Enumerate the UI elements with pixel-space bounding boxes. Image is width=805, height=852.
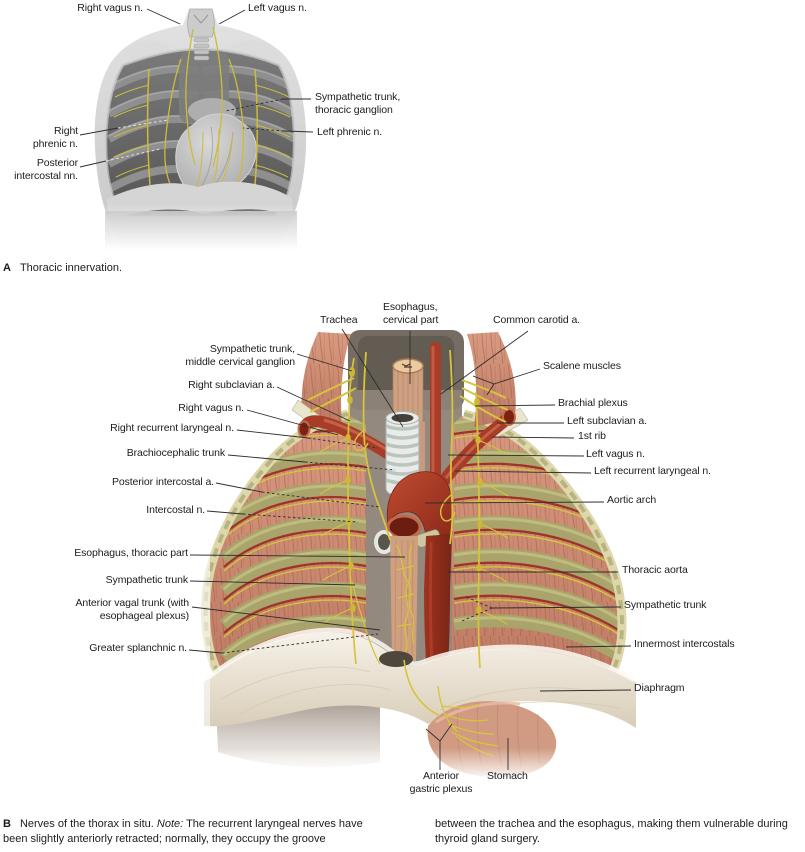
label-esophagus-thoracic: Esophagus, thoracic part: [74, 547, 188, 559]
figure-b-caption-text-2: The recurrent laryngeal nerves have been…: [3, 818, 363, 845]
label-intercostal-nerve: Intercostal n.: [146, 504, 205, 516]
label-aortic-arch: Aortic arch: [607, 494, 657, 506]
label-anterior-vagal-trunk: Anterior vagal trunk (with esophageal pl…: [75, 597, 189, 622]
figure-b-caption-column-2: between the trachea and the esophagus, m…: [435, 818, 788, 845]
label-right-subclavian: Right subclavian a.: [188, 379, 275, 391]
figure-b-caption-letter: B: [3, 818, 11, 830]
label-brachiocephalic: Brachiocephalic trunk: [126, 447, 225, 459]
label-sympathetic-trunk-right: Sympathetic trunk: [624, 599, 707, 611]
label-posterior-intercostal-artery: Posterior intercostal a.: [111, 476, 214, 488]
bronchus-stump: [374, 530, 394, 554]
label-right-vagus-a: Right vagus n.: [77, 2, 143, 14]
label-left-vagus-a: Left vagus n.: [248, 2, 307, 14]
label-left-recurrent: Left recurrent laryngeal n.: [594, 465, 711, 477]
diaphragm-abdomen: [93, 181, 308, 250]
label-stomach: Stomach: [487, 770, 528, 782]
label-anterior-gastric-plexus: Anterior gastric plexus: [409, 770, 473, 795]
label-right-recurrent: Right recurrent laryngeal n.: [110, 422, 234, 434]
label-innermost-intercostals: Innermost intercostals: [634, 638, 735, 650]
esophageal-hiatus: [379, 651, 413, 667]
label-sympathetic-trunk-left: Sympathetic trunk: [105, 574, 188, 586]
label-brachial-plexus: Brachial plexus: [558, 397, 628, 409]
larynx-trachea: [187, 8, 215, 61]
figure-b-caption-text-1: Nerves of the thorax in situ.: [19, 818, 154, 830]
diaphragm-art: [204, 627, 636, 728]
figure-a-illustration: [93, 8, 308, 250]
label-left-phrenic-a: Left phrenic n.: [317, 126, 383, 138]
label-sympathetic-trunk-a: Sympathetic trunk, thoracic ganglion: [315, 91, 401, 116]
figure-a-caption-text: Thoracic innervation.: [19, 262, 123, 274]
label-diaphragm: Diaphragm: [634, 682, 685, 694]
label-right-vagus: Right vagus n.: [178, 402, 244, 414]
label-first-rib: 1st rib: [578, 430, 606, 442]
figure-a-caption-letter: A: [3, 262, 11, 274]
figure-b-caption-note-word: Note:: [156, 818, 184, 830]
label-left-subclavian: Left subclavian a.: [567, 415, 647, 427]
label-esophagus-cervical: Esophagus, cervical part: [383, 301, 439, 326]
label-scalene-muscles: Scalene muscles: [543, 360, 621, 372]
label-greater-splanchnic: Greater splanchnic n.: [89, 642, 187, 654]
label-common-carotid: Common carotid a.: [493, 314, 581, 326]
label-sympathetic-mid-cervical: Sympathetic trunk, middle cervical gangl…: [185, 343, 295, 368]
label-thoracic-aorta: Thoracic aorta: [622, 564, 688, 576]
figure-a-caption: A Thoracic innervation.: [3, 261, 122, 276]
label-posterior-intercostal-a: Posterior intercostal nn.: [14, 157, 78, 182]
label-left-vagus: Left vagus n.: [586, 448, 645, 460]
figure-b-caption-column-1: B Nerves of the thorax in situ. Note: The…: [3, 817, 375, 846]
label-trachea: Trachea: [320, 314, 358, 326]
label-right-phrenic-a: Right phrenic n.: [32, 125, 78, 150]
